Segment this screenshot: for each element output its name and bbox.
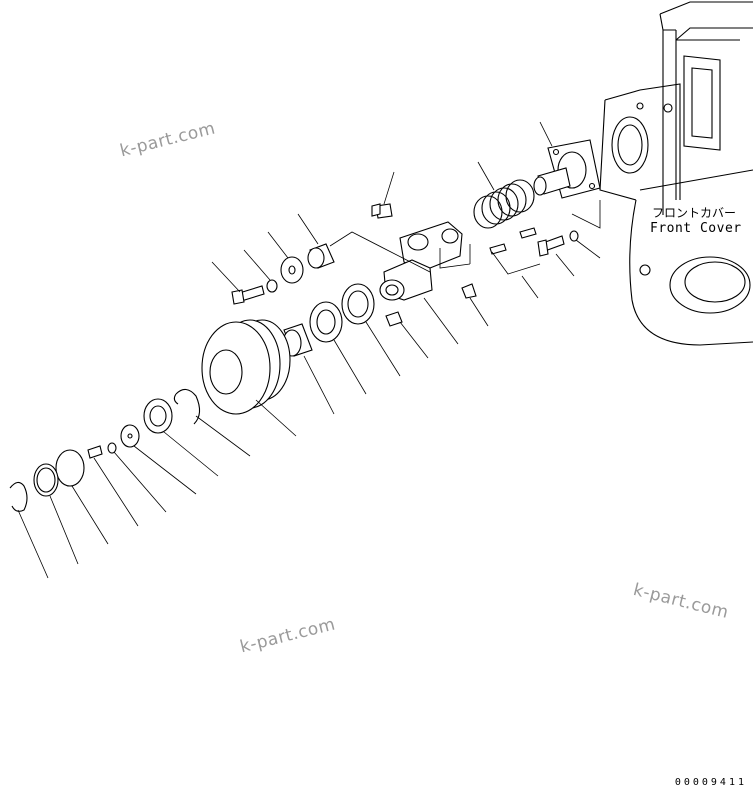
small-screw-a [461, 283, 477, 299]
leader-lines [17, 121, 601, 579]
tension-spring [473, 179, 535, 229]
front-cover-label-en: Front Cover [650, 221, 742, 236]
assembly-lines [329, 200, 601, 275]
end-cap [33, 463, 59, 497]
front-cover-housing [599, 1, 753, 346]
thrust-washer [280, 256, 304, 284]
retainer-plate [120, 424, 140, 448]
snap-ring-large [173, 388, 201, 425]
dowel-pins [489, 227, 537, 255]
small-screw-b [385, 311, 403, 327]
snap-ring-small [9, 481, 28, 512]
bolt-left [231, 285, 265, 305]
ball-bearing-outer [143, 398, 173, 434]
seal-ring [341, 283, 375, 325]
o-ring [55, 449, 85, 487]
drawing-number: 00009411 [674, 777, 747, 788]
grease-nipple-top [371, 203, 393, 219]
bushing-top [307, 243, 335, 269]
idler-pulley [201, 319, 291, 415]
ball-bearing-inner [309, 301, 343, 343]
idler-bracket [379, 221, 463, 301]
bolt-right [537, 230, 579, 257]
lock-washer [266, 279, 278, 293]
plate-washer [107, 442, 117, 454]
mounting-plate [533, 139, 601, 199]
front-cover-label-jp: フロントカバー [652, 206, 737, 220]
small-bolt-front [87, 445, 103, 459]
